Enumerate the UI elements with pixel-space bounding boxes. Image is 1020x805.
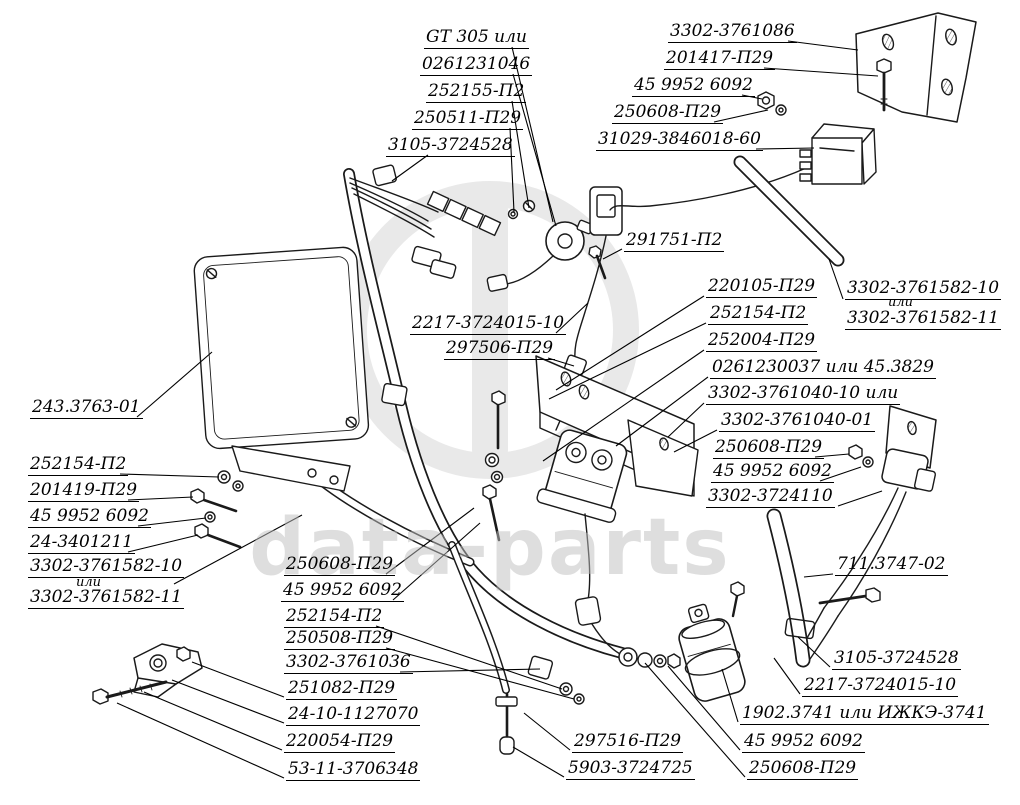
callout-3761040-01: 3302-3761040-01	[719, 410, 876, 432]
callout-3761582-11-left: 3302-3761582-11	[28, 587, 185, 609]
callout-53-11-3706348: 53-11-3706348	[286, 759, 421, 781]
exploded-drawing	[92, 12, 977, 755]
sensor-right	[795, 405, 937, 663]
bracket-top-right	[855, 12, 977, 123]
callout-220054-p29: 220054-П29	[284, 731, 396, 753]
callout-250508-p29: 250508-П29	[284, 628, 396, 650]
callout-3302-3761036: 3302-3761036	[284, 652, 413, 674]
callout-201419-p29: 201419-П29	[28, 480, 140, 502]
callout-ili-left: или	[76, 575, 102, 590]
watermark-text: data-parts	[249, 503, 730, 593]
callout-4599526092-c: 45 9952 6092	[281, 580, 404, 602]
round-coil	[486, 219, 594, 292]
left-bolts	[190, 470, 244, 549]
callout-297506-p29: 297506-П29	[444, 338, 556, 360]
callout-251082-p29: 251082-П29	[286, 678, 398, 700]
callout-3105-3724528-br: 3105-3724528	[832, 648, 961, 670]
callout-4599526092-left: 45 9952 6092	[28, 506, 151, 528]
coil-module	[536, 429, 628, 523]
callout-5903-3724725: 5903-3724725	[566, 758, 695, 780]
battery-terminal	[92, 643, 203, 705]
pipe-clamp-bottom	[527, 655, 554, 680]
callout-250608-p29-mid: 250608-П29	[713, 437, 825, 459]
callout-0261230037: 0261230037 или 45.3829	[710, 357, 936, 379]
diagonal-rod	[733, 155, 845, 267]
callout-201417-p29: 201417-П29	[664, 48, 776, 70]
ignition-coil-1902	[678, 603, 746, 702]
bolt-above-1902	[730, 581, 745, 618]
ecu-box	[193, 246, 370, 492]
callout-243-3763-01: 243.3763-01	[30, 397, 143, 419]
callout-3302-3724110: 3302-3724110	[706, 486, 835, 508]
callout-1902-3741: 1902.3741 или ИЖКЭ-3741	[740, 703, 989, 725]
callout-711-3747-02: 711.3747-02	[835, 554, 948, 576]
frame-pipe	[343, 168, 628, 659]
callout-252154-p2-left: 252154-П2	[28, 454, 129, 476]
coil-module-plug	[574, 596, 602, 626]
callout-250511-p29: 250511-П29	[412, 108, 524, 130]
callout-291751-p2: 291751-П2	[624, 230, 725, 252]
callout-ili-right: или	[888, 295, 914, 310]
callout-4599526092-tr: 45 9952 6092	[632, 75, 755, 97]
leader-lines	[116, 40, 883, 779]
nozzle-hose	[448, 541, 510, 694]
callout-4599526092-mid: 45 9952 6092	[711, 461, 834, 483]
callout-252154-p2-b: 252154-П2	[284, 606, 385, 628]
bolt-201417	[876, 58, 892, 112]
nozzle	[495, 692, 518, 755]
screw-and-washer	[507, 199, 536, 220]
nuts-top-right	[757, 91, 787, 116]
callout-252154-p2-mid: 252154-П2	[708, 303, 809, 325]
callout-4599526092-br: 45 9952 6092	[742, 731, 865, 753]
callout-24-3401211: 24-3401211	[28, 532, 136, 554]
coil-module-wire	[584, 513, 591, 601]
callout-24-10-1127070: 24-10-1127070	[286, 704, 421, 726]
callout-3105-3724528-top: 3105-3724528	[386, 135, 515, 157]
callout-220105-p29: 220105-П29	[706, 276, 818, 298]
module-bolts	[482, 390, 506, 542]
callout-252004-p29: 252004-П29	[706, 330, 818, 352]
callout-3761040-10: 3302-3761040-10 или	[706, 383, 901, 405]
callout-3761582-10-right: 3302-3761582-10	[845, 278, 1002, 300]
callout-0261231046: 0261231046	[420, 54, 533, 76]
callout-3761582-10-left: 3302-3761582-10	[28, 556, 185, 578]
callout-31029-3846018-60: 31029-3846018-60	[596, 129, 763, 151]
relay	[799, 123, 877, 185]
callout-3302-3761086: 3302-3761086	[668, 21, 797, 43]
callout-2217-br: 2217-3724015-10	[802, 675, 959, 697]
wiring-harness	[349, 177, 502, 279]
callout-3761582-11-right: 3302-3761582-11	[845, 308, 1002, 330]
pipe-end-fittings	[618, 647, 681, 669]
washers-bottom-center	[559, 682, 585, 705]
callout-250608-p29-c: 250608-П29	[284, 554, 396, 576]
callout-2217-center: 2217-3724015-10	[410, 313, 567, 335]
callout-252155-p2: 252155-П2	[426, 81, 527, 103]
pipe-clamp-mid	[381, 383, 408, 407]
hose-right	[766, 508, 881, 668]
callout-250608-p29-tr: 250608-П29	[612, 102, 724, 124]
coil-bracket-hole	[659, 437, 669, 451]
pipe-clamp-top	[372, 164, 397, 187]
callout-250608-p29-br: 250608-П29	[747, 758, 859, 780]
coil-bracket	[627, 419, 699, 497]
callout-297516-p29: 297516-П29	[572, 731, 684, 753]
bolt-291751	[588, 245, 607, 280]
callout-gt305: GT 305 или	[424, 27, 529, 49]
